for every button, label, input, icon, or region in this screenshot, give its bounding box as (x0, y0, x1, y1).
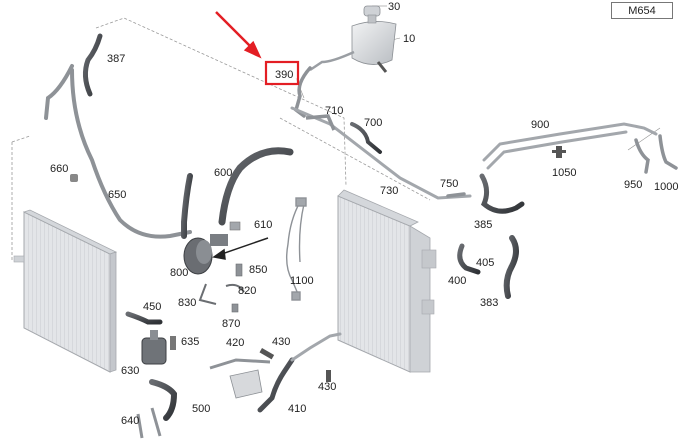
label-850: 850 (249, 264, 267, 276)
highlight-box (264, 60, 300, 86)
expansion-tank (309, 5, 397, 73)
label-30: 30 (388, 1, 400, 13)
label-387: 387 (107, 53, 125, 65)
label-405: 405 (476, 257, 494, 269)
diagram-code-badge: M654 (611, 2, 673, 19)
hose-410 (257, 357, 295, 413)
hose-950 (634, 138, 650, 174)
label-640: 640 (121, 415, 139, 427)
label-450: 450 (143, 301, 161, 313)
clip-660 (70, 174, 78, 182)
hose-750 (446, 192, 466, 198)
label-390[interactable]: 390 (275, 69, 293, 81)
housing-420 (209, 358, 271, 399)
valve-630 (141, 330, 167, 365)
clip-1050 (552, 146, 566, 158)
label-430-bottom: 430 (318, 381, 336, 393)
assembly-outline (11, 17, 431, 262)
label-1050: 1050 (552, 167, 576, 179)
label-383: 383 (480, 297, 498, 309)
label-820: 820 (238, 285, 256, 297)
hose-650 (44, 64, 192, 239)
label-700: 700 (364, 117, 382, 129)
label-830: 830 (178, 297, 196, 309)
hose-400 (457, 243, 481, 275)
harness-1100 (285, 197, 307, 301)
hose-390 (293, 66, 312, 118)
label-610: 610 (254, 219, 272, 231)
label-420: 420 (226, 337, 244, 349)
label-710: 710 (325, 105, 343, 117)
label-430-top: 430 (272, 336, 290, 348)
label-10: 10 (403, 33, 415, 45)
hose-600 (218, 147, 294, 226)
label-900: 900 (531, 119, 549, 131)
bolt-635 (170, 336, 176, 350)
highlight-arrow (215, 11, 262, 59)
label-650: 650 (108, 189, 126, 201)
small-parts-cluster (198, 263, 245, 313)
water-pump-800 (183, 234, 228, 275)
label-500: 500 (192, 403, 210, 415)
label-600: 600 (214, 167, 232, 179)
bolt-430b (326, 370, 331, 382)
label-950: 950 (624, 179, 642, 191)
hose-450 (125, 311, 163, 325)
label-410: 410 (288, 403, 306, 415)
label-385: 385 (474, 219, 492, 231)
hose-1000 (658, 134, 678, 170)
label-630: 630 (121, 365, 139, 377)
hose-500 (149, 379, 178, 421)
right-radiator (337, 189, 437, 373)
label-1100: 1100 (290, 275, 314, 287)
label-635: 635 (181, 336, 199, 348)
hose-385 (479, 173, 525, 214)
part-labels: 30 10 390 387 710 700 900 660 650 600 61… (50, 1, 678, 427)
hose-700 (350, 122, 382, 154)
label-1000: 1000 (654, 181, 678, 193)
label-870: 870 (222, 318, 240, 330)
pipe-710 (305, 114, 336, 131)
hose-left-vertical (181, 173, 193, 239)
label-400: 400 (448, 275, 466, 287)
label-800: 800 (170, 267, 188, 279)
label-660: 660 (50, 163, 68, 175)
pipe-900 (482, 122, 658, 170)
left-radiator (13, 209, 118, 373)
hose-383 (503, 235, 519, 299)
bracket-640 (136, 407, 162, 439)
pointer-arrow (212, 237, 269, 260)
pipe-410b (290, 332, 342, 362)
bolt-430a (259, 348, 275, 360)
label-730: 730 (380, 185, 398, 197)
bracket-610 (229, 221, 241, 231)
label-750: 750 (440, 178, 458, 190)
hose-387 (82, 33, 103, 97)
